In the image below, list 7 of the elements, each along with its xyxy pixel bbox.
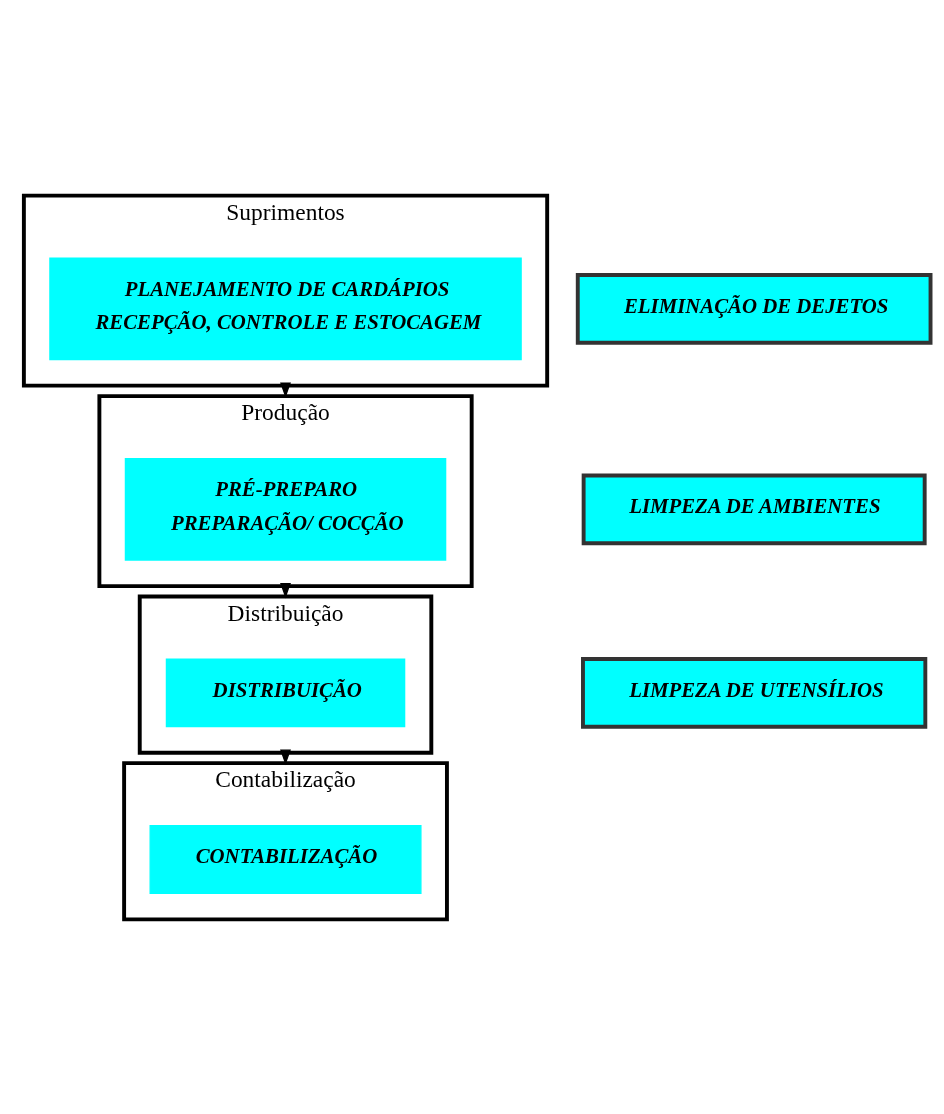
node-box: LIMPEZA DE AMBIENTES [581,473,927,545]
node-box: DISTRIBUIÇÃO [165,657,406,727]
node-box: PLANEJAMENTO DE CARDÁPIOS RECEPÇÃO, CONTROLE E ESTOCAGEM [49,256,522,360]
node-box: PRÉ-PREPARO PREPARAÇÃO/ COCÇÃO [124,457,447,561]
node-box: ELIMINAÇÃO DE DEJETOS [575,272,933,345]
node-box: CONTABILIZAÇÃO [149,824,422,894]
node-box: LIMPEZA DE UTENSÍLIOS [581,656,928,729]
